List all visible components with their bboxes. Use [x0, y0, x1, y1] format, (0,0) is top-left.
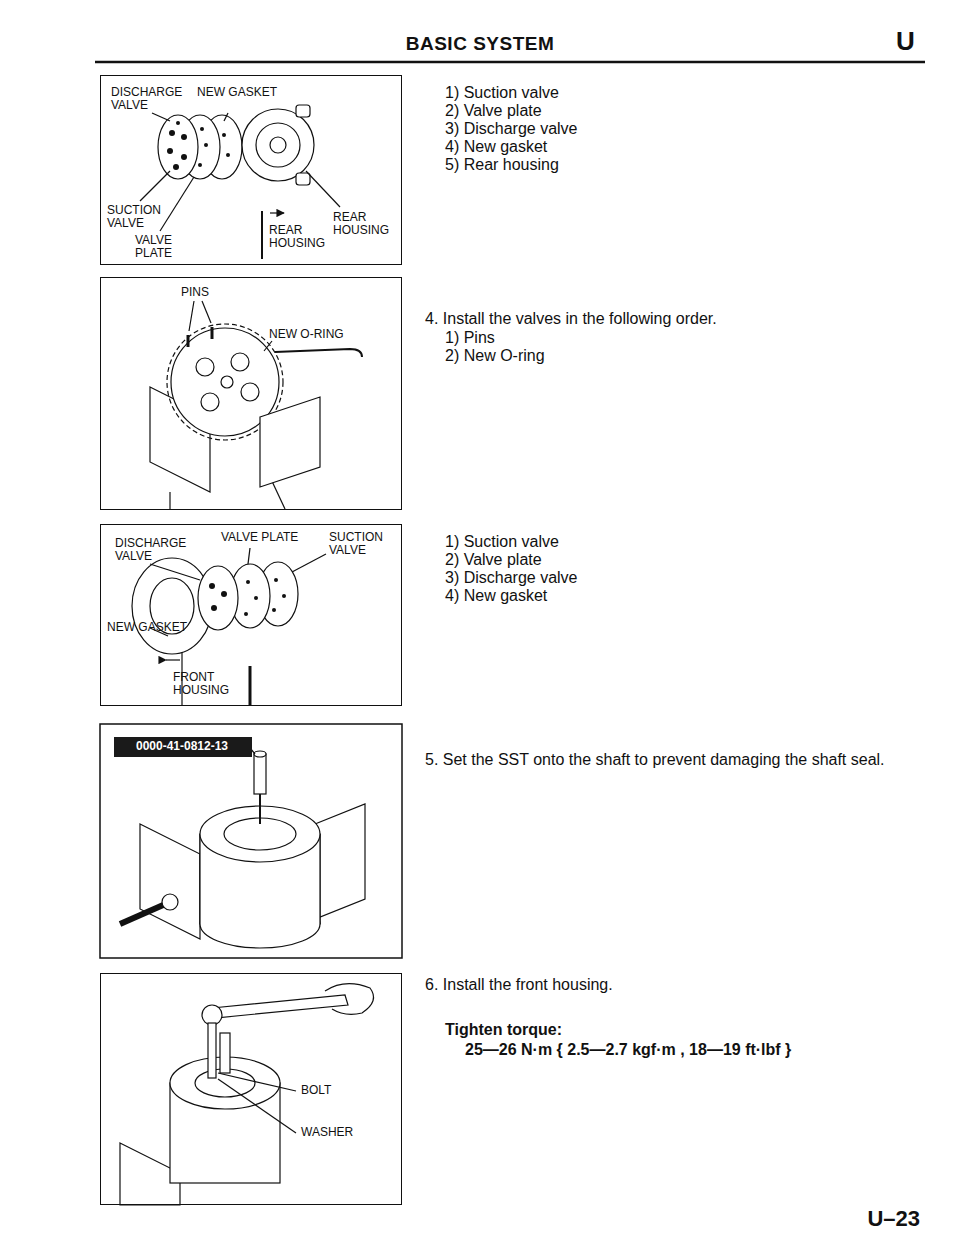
instruction-text: 1) Pins: [445, 328, 885, 347]
shaft-seal-tool-illustration: [120, 748, 365, 948]
part-label: WASHER: [301, 1126, 381, 1139]
part-label: NEW GASKET: [107, 621, 197, 634]
instruction-text: 3) Discharge valve: [445, 568, 885, 587]
part-label: SUCTION VALVE: [329, 531, 395, 557]
instruction-text: 3) Discharge valve: [445, 119, 885, 138]
part-label: REAR HOUSING: [333, 211, 399, 237]
instruction-text: 4) New gasket: [445, 586, 885, 605]
part-label: BOLT: [301, 1084, 361, 1097]
figure-frame: DISCHARGE VALVE NEW GASKET SUCTION VALVE VA…: [100, 75, 402, 265]
figure-frame: PINS NEW O-RING: [100, 277, 402, 510]
figure-frame: BOLT WASHER: [100, 973, 402, 1205]
part-label: VALVE PLATE: [221, 531, 321, 544]
instruction-text: 6. Install the front housing.: [425, 975, 895, 994]
header-rule: [95, 61, 925, 64]
front-housing-bolt-illustration: [120, 984, 374, 1205]
part-label: DISCHARGE VALVE: [115, 537, 187, 563]
instruction-text: 4. Install the valves in the following o…: [425, 309, 895, 328]
part-label: DISCHARGE VALVE: [111, 86, 183, 112]
tool-number-tag: 0000-41-0812-13: [114, 737, 252, 757]
figure-frame: DISCHARGE VALVE VALVE PLATE SUCTION VALVE N…: [100, 524, 402, 706]
instruction-text: 5) Rear housing: [445, 155, 885, 174]
instruction-text: 4) New gasket: [445, 137, 885, 156]
instruction-text: 1) Suction valve: [445, 532, 885, 551]
part-label: REAR HOUSING: [269, 224, 325, 250]
instruction-text: 25—26 N·m { 2.5—2.7 kgf·m , 18—19 ft·lbf…: [465, 1040, 905, 1059]
part-label: VALVE PLATE: [135, 234, 191, 260]
part-label: PINS: [181, 286, 221, 299]
part-label: NEW GASKET: [197, 86, 277, 99]
instruction-text: 2) Valve plate: [445, 101, 885, 120]
inset-box: FRONT HOUSING: [161, 653, 261, 707]
instruction-text: 2) Valve plate: [445, 550, 885, 569]
part-label: NEW O-RING: [269, 328, 369, 341]
page-heading: BASIC SYSTEM: [0, 33, 960, 55]
part-label: SUCTION VALVE: [107, 204, 171, 230]
tool-number: 0000-41-0812-13: [114, 740, 250, 753]
inset-box: REAR HOUSING: [257, 206, 327, 262]
instruction-text: 1) Suction valve: [445, 83, 885, 102]
figure-frame: [100, 724, 402, 958]
section-letter: U: [896, 26, 936, 57]
part-label: FRONT HOUSING: [173, 671, 241, 697]
page-number: U–23: [780, 1206, 920, 1232]
instruction-text: 5. Set the SST onto the shaft to prevent…: [425, 750, 900, 769]
instruction-text: 2) New O-ring: [445, 346, 885, 365]
instruction-text: Tighten torque:: [445, 1020, 885, 1039]
